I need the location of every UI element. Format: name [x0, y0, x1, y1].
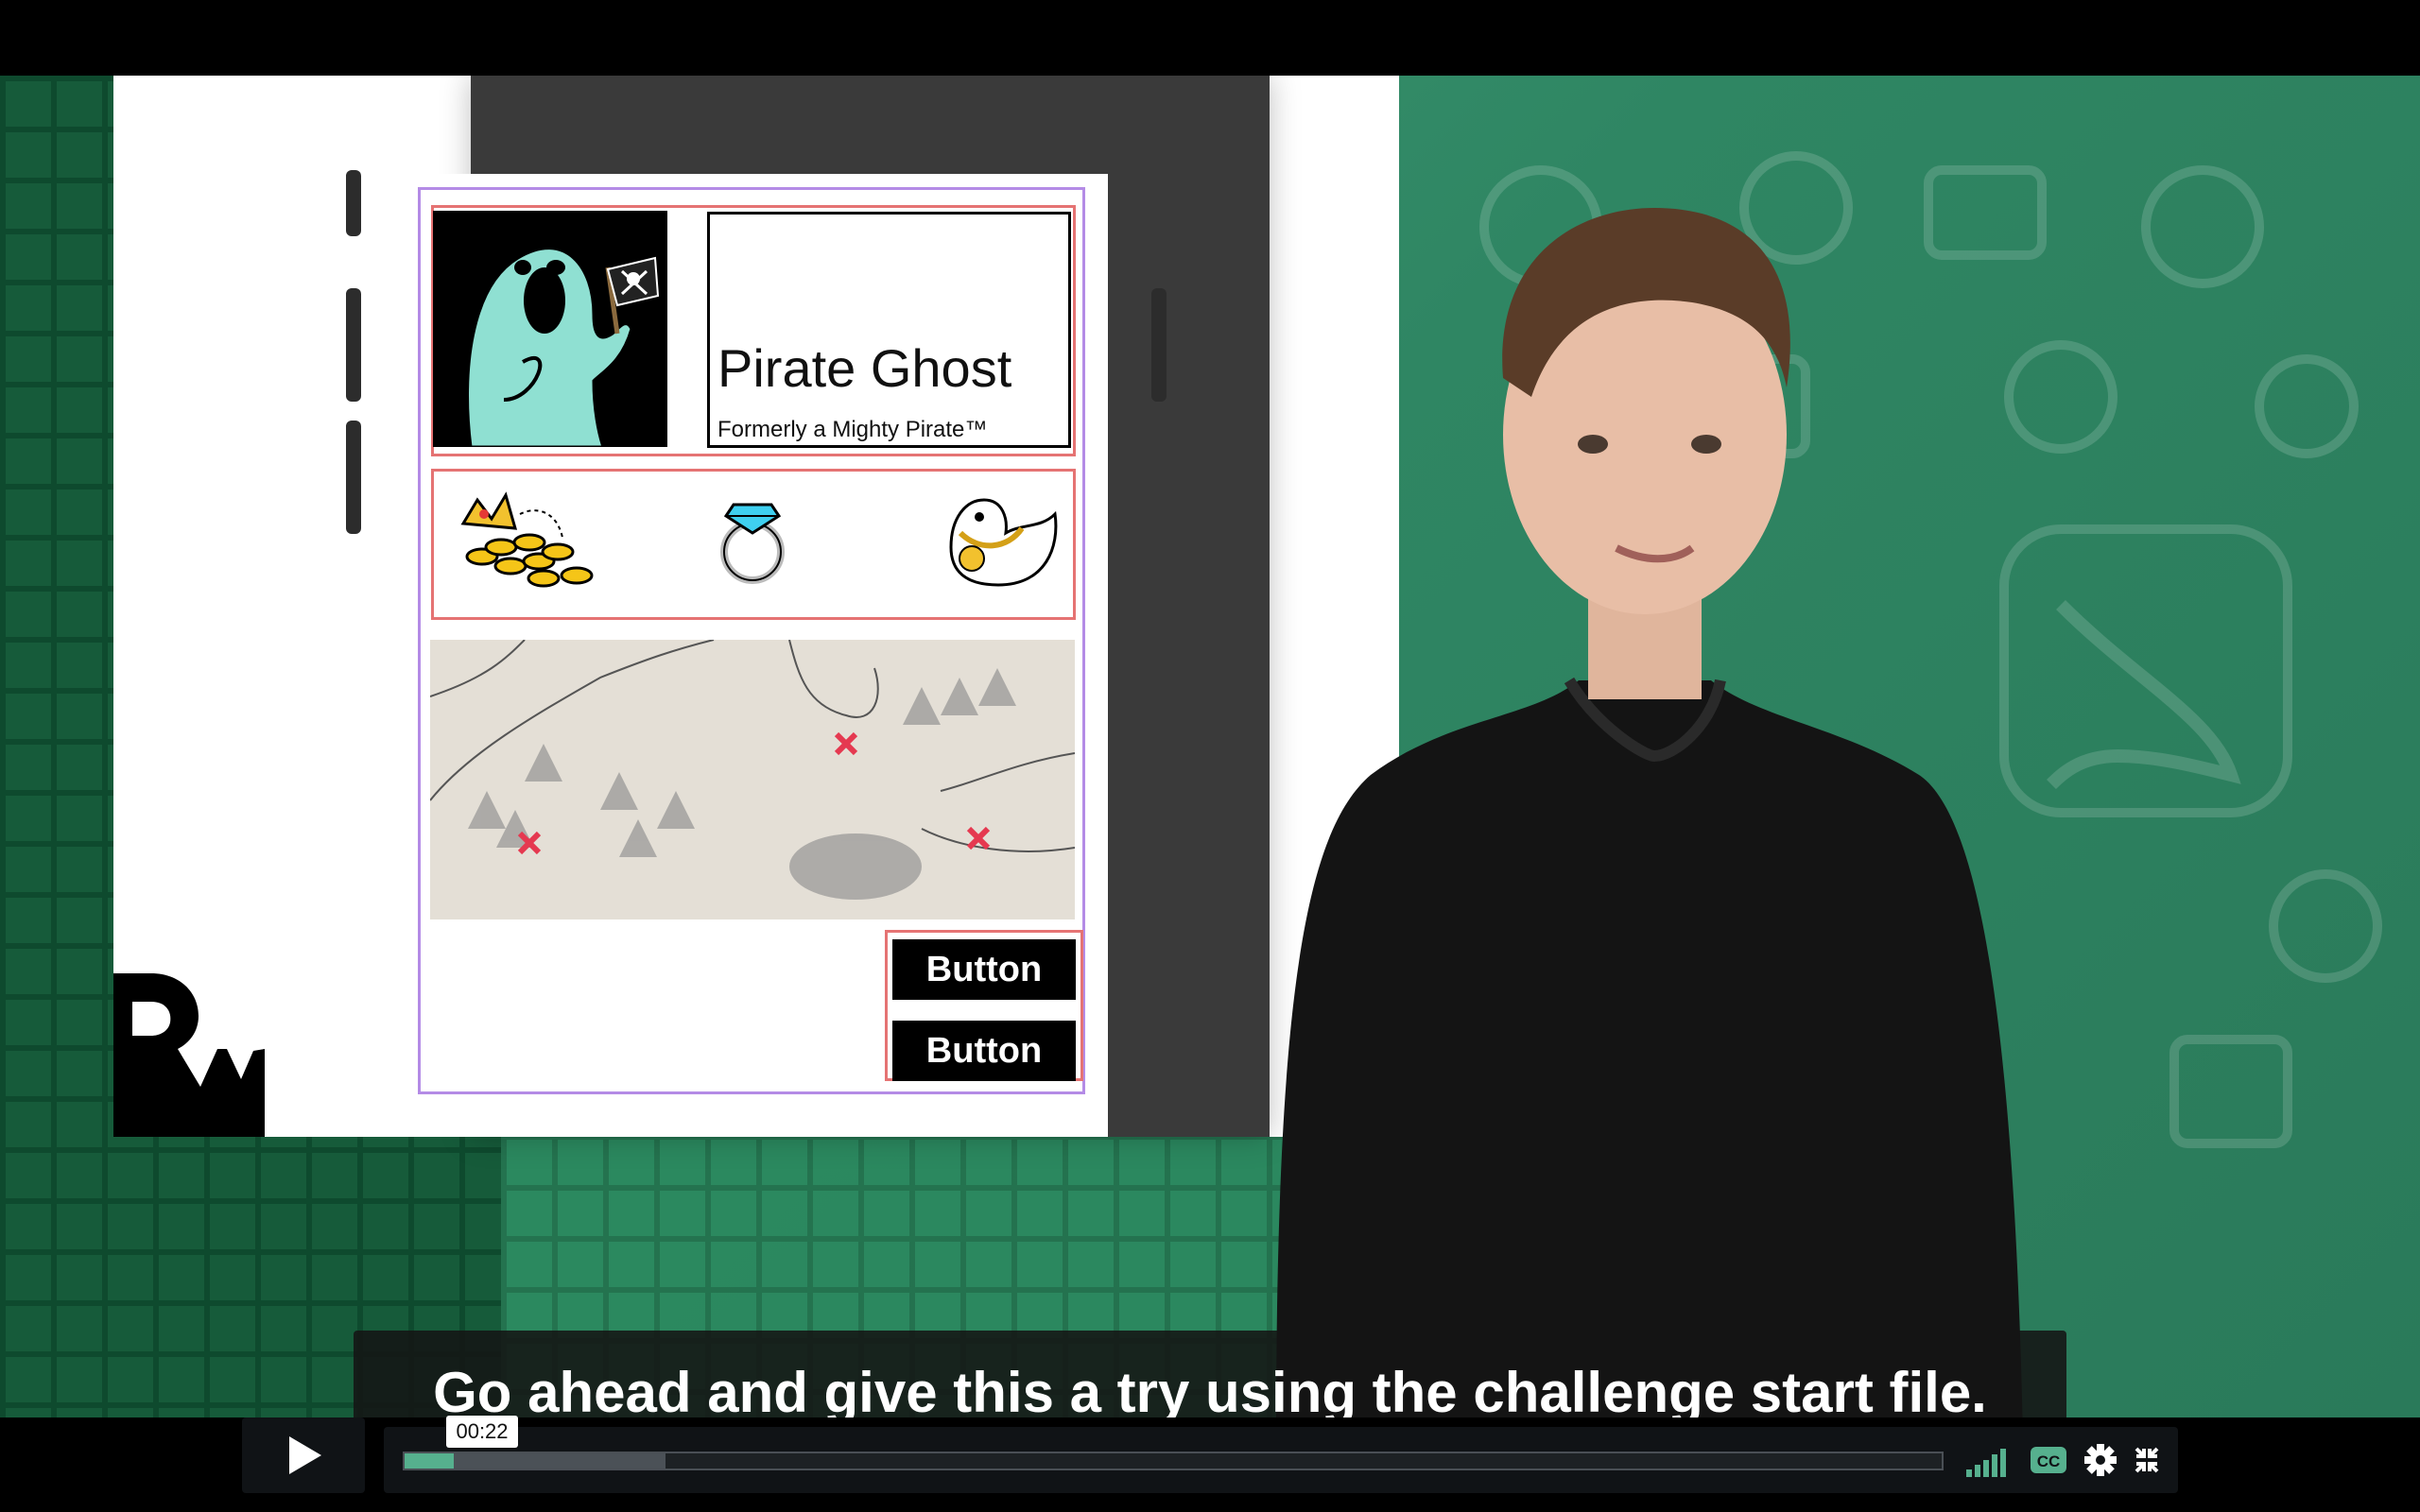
- phone-power-button: [1151, 288, 1167, 402]
- play-icon: [289, 1436, 321, 1474]
- video-frame: Pirate Ghost Formerly a Mighty Pirate™: [0, 76, 2420, 1436]
- rubber-duck-chain-icon: [949, 498, 1058, 587]
- diamond-ring-icon: [720, 503, 785, 584]
- phone-side-button: [346, 170, 361, 236]
- treasure-map-image: [430, 640, 1075, 919]
- treasure-row-outline: [431, 469, 1076, 620]
- phone-volume-down-button: [346, 421, 361, 534]
- play-button[interactable]: [242, 1418, 365, 1493]
- card-subtitle: Formerly a Mighty Pirate™: [717, 417, 988, 442]
- raywenderlich-logo-icon: [113, 973, 265, 1137]
- background-swift-icons: [1479, 151, 2382, 1148]
- played-range: [405, 1453, 455, 1469]
- current-time-tooltip: 00:22: [446, 1416, 518, 1448]
- card-title: Pirate Ghost: [717, 338, 1012, 398]
- svg-text:CC: CC: [2037, 1452, 2061, 1470]
- pirate-ghost-image: [433, 211, 667, 447]
- buffered-range: [405, 1453, 666, 1469]
- presenter-video: [1276, 208, 2023, 1436]
- name-label-box: Pirate Ghost Formerly a Mighty Pirate™: [707, 212, 1071, 448]
- button-bottom[interactable]: Button: [892, 1021, 1076, 1081]
- progress-bar-container: [384, 1427, 2178, 1493]
- stack-view-outline: [418, 187, 1085, 1094]
- exit-fullscreen-icon[interactable]: [2133, 1439, 2161, 1481]
- button-top[interactable]: Button: [892, 939, 1076, 1000]
- phone-volume-up-button: [346, 288, 361, 402]
- volume-bars-icon[interactable]: [1964, 1439, 2010, 1481]
- treasure-pile-icon: [460, 491, 594, 588]
- progress-track[interactable]: [403, 1452, 1944, 1470]
- phone-screen: Pirate Ghost Formerly a Mighty Pirate™: [403, 174, 1108, 1137]
- header-row-outline: [431, 205, 1076, 456]
- gear-icon[interactable]: [2082, 1439, 2119, 1481]
- closed-captions-icon[interactable]: CC: [2029, 1439, 2068, 1481]
